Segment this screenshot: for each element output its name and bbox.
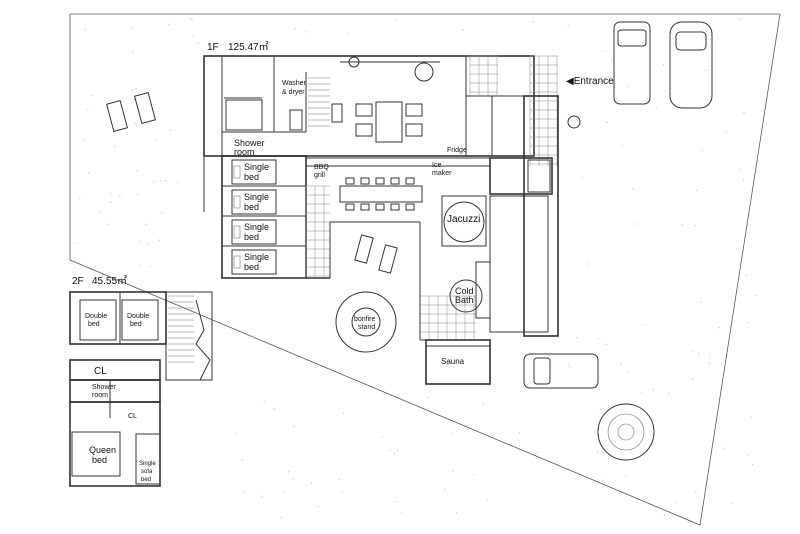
stairs-1f xyxy=(308,77,330,127)
svg-text:room: room xyxy=(234,147,255,157)
svg-text:bed: bed xyxy=(141,477,151,483)
floor1-area: 125.47㎡ xyxy=(228,41,269,53)
svg-text:& dryer: & dryer xyxy=(282,89,305,96)
shower-room-label: Shower xyxy=(234,138,265,148)
cold-bath-label: Cold xyxy=(455,286,474,296)
svg-text:bed: bed xyxy=(244,202,259,212)
svg-text:maker: maker xyxy=(432,170,452,177)
washer-label: Washer xyxy=(282,80,307,87)
svg-text:Bath: Bath xyxy=(455,295,474,305)
sauna-label: Sauna xyxy=(441,357,465,366)
closet-label: CL xyxy=(94,366,107,377)
tree-icon xyxy=(348,56,655,461)
second-floor-plan xyxy=(69,291,213,487)
bbq-label: BBQ xyxy=(314,164,329,171)
floor1-label: 1F xyxy=(207,42,219,53)
stairs-2f xyxy=(168,295,194,363)
ice-maker-label: Ice xyxy=(432,162,441,169)
floor2-label: 2F xyxy=(72,276,84,287)
svg-text:bed: bed xyxy=(88,321,100,328)
cars xyxy=(523,21,713,389)
single-bed-label: Single xyxy=(244,162,269,172)
entrance-label: ◀Entrance xyxy=(566,76,614,87)
queen-bed-label: Queen xyxy=(89,445,116,455)
cold-bath-tub xyxy=(449,279,483,313)
svg-text:sofa: sofa xyxy=(141,469,153,475)
ground-texture xyxy=(74,17,757,518)
single-bed-label: Single xyxy=(244,222,269,232)
first-floor-plan xyxy=(203,55,559,385)
shower-room-2f-label: Shower xyxy=(92,384,116,391)
svg-text:stand: stand xyxy=(358,324,375,331)
bonfire-label: bonfire xyxy=(354,316,376,323)
double-bed-1-label: Double xyxy=(85,313,107,320)
svg-text:bed: bed xyxy=(130,321,142,328)
svg-text:bed: bed xyxy=(244,232,259,242)
svg-text:bed: bed xyxy=(244,262,259,272)
single-bed-label: Single xyxy=(244,192,269,202)
svg-text:bed: bed xyxy=(92,455,107,465)
double-bed-2-label: Double xyxy=(127,313,149,320)
svg-text:grill: grill xyxy=(314,172,325,179)
jacuzzi-tub xyxy=(443,201,485,243)
single-bed-label: Single xyxy=(244,252,269,262)
terrace-tiles xyxy=(305,55,558,340)
svg-text:room: room xyxy=(92,392,108,399)
site-boundary xyxy=(69,13,781,526)
fridge-label: Fridge xyxy=(447,147,467,154)
sofa-bed-label: Single xyxy=(139,461,156,467)
deck-chairs xyxy=(106,92,398,274)
floor2-area: 45.55㎡ xyxy=(92,275,127,287)
jacuzzi-label: Jacuzzi xyxy=(447,214,480,225)
closet-2-label: CL xyxy=(128,413,137,420)
svg-text:bed: bed xyxy=(244,172,259,182)
bonfire-circle xyxy=(335,291,397,353)
